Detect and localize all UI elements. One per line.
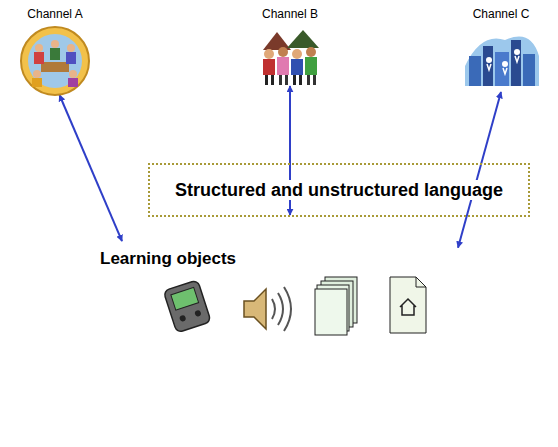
clipart-shape xyxy=(465,36,539,86)
double-arrow xyxy=(458,92,501,248)
clipart xyxy=(257,24,323,89)
crowd-clipart xyxy=(257,24,323,86)
clipart-shape xyxy=(305,57,317,75)
clipart-shape xyxy=(299,75,302,85)
channel-label: Channel B xyxy=(262,8,318,22)
clipart-shape xyxy=(163,280,211,333)
clipart-shape xyxy=(68,78,78,87)
clipart-shape xyxy=(265,75,268,85)
clipart-shape xyxy=(244,287,291,331)
clipart-shape xyxy=(21,27,89,95)
channel-icon: Channel A xyxy=(10,4,100,95)
clipart-shape xyxy=(279,75,282,85)
clipart-shape xyxy=(244,289,266,329)
clipart-shape xyxy=(287,30,319,48)
clipart-shape xyxy=(291,59,303,75)
language-band: Structured and unstructured language xyxy=(148,163,530,217)
clipart-shape xyxy=(67,44,75,52)
clipart-shape xyxy=(486,57,492,63)
clipart-shape xyxy=(271,75,274,85)
clipart-shape xyxy=(34,52,44,64)
clipart-shape xyxy=(390,277,426,333)
clipart-shape xyxy=(194,310,202,318)
clipart-shape xyxy=(163,280,211,333)
double-arrow xyxy=(60,95,123,241)
ellipse-label: Learning objects xyxy=(100,249,236,269)
clipart-shape xyxy=(315,289,347,335)
city-clipart xyxy=(461,26,541,90)
clipart xyxy=(145,273,445,347)
clipart-shape xyxy=(272,287,291,331)
clipart-shape xyxy=(469,56,481,86)
band-label: Structured and unstructured language xyxy=(173,180,505,201)
clipart-shape xyxy=(293,75,296,85)
clipart-shape xyxy=(416,277,426,287)
channel-icon: Channel B xyxy=(240,4,340,86)
clipart-shape xyxy=(33,70,41,78)
learning-objects-ellipse: Learning objects xyxy=(30,215,534,445)
clipart-shape xyxy=(400,299,416,315)
clipart-shape xyxy=(32,78,42,87)
clipart-shape xyxy=(179,315,187,323)
clipart-shape xyxy=(514,49,520,55)
learning-object-icons xyxy=(145,273,445,343)
clipart-shape xyxy=(66,52,76,64)
clipart-shape xyxy=(523,54,535,86)
clipart-shape xyxy=(28,34,82,88)
clipart-shape xyxy=(51,40,59,48)
clipart-shape xyxy=(315,277,357,335)
clipart-shape xyxy=(285,75,288,85)
clipart-shape xyxy=(69,70,77,78)
clipart-shape xyxy=(277,57,289,75)
clipart-shape xyxy=(35,44,43,52)
clipart-shape xyxy=(264,49,274,59)
clipart-shape xyxy=(390,277,426,333)
channel-icon: Channel C xyxy=(452,4,550,92)
clipart-shape xyxy=(292,49,302,59)
clipart xyxy=(461,26,541,93)
meeting-clipart xyxy=(17,24,93,98)
clipart-shape xyxy=(31,216,533,444)
clipart-shape xyxy=(41,62,69,72)
channel-label: Channel C xyxy=(473,8,530,22)
clipart-shape xyxy=(278,47,288,57)
channel-label: Channel A xyxy=(27,8,82,22)
clipart-shape xyxy=(502,61,508,67)
clipart xyxy=(17,24,93,101)
clipart-shape xyxy=(263,59,275,75)
clipart-shape xyxy=(487,56,519,74)
clipart-shape xyxy=(171,287,199,310)
clipart-shape xyxy=(307,75,310,85)
clipart-shape xyxy=(306,47,316,57)
clipart-shape xyxy=(263,32,291,50)
clipart-shape xyxy=(313,75,316,85)
clipart-shape xyxy=(50,48,60,60)
clipart-shape xyxy=(511,40,521,86)
